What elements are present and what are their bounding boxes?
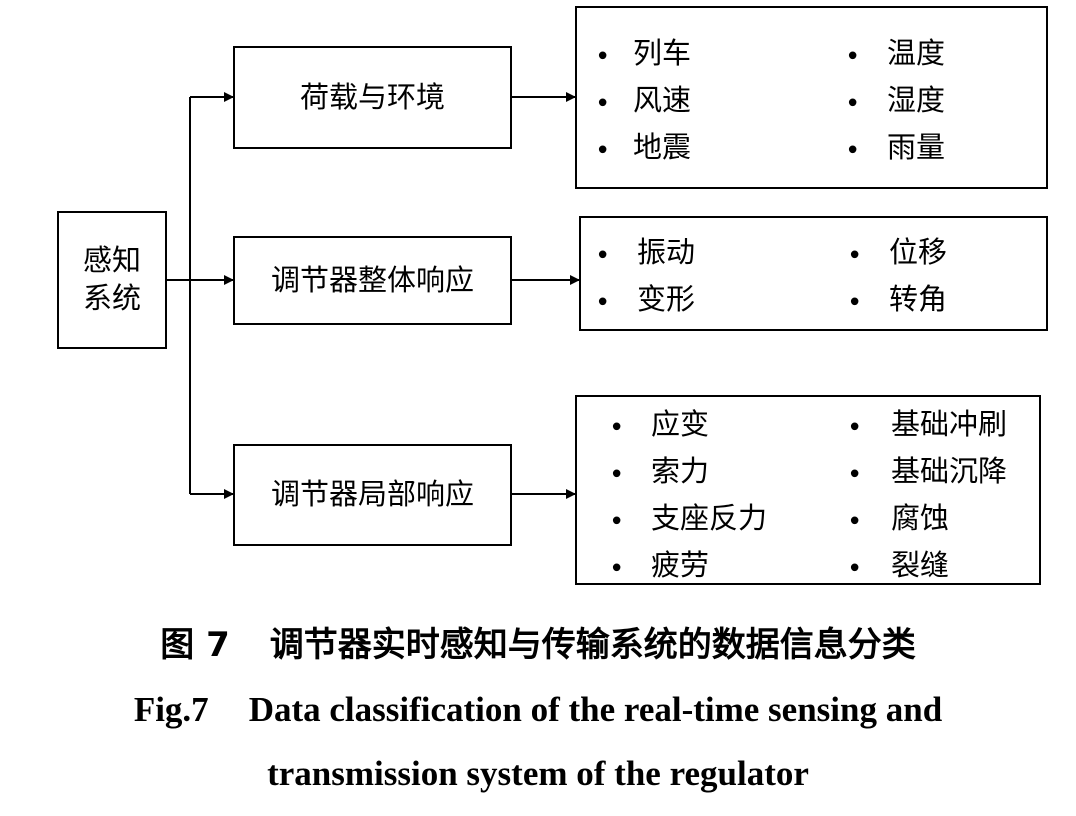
list-item: 变形 (637, 282, 696, 316)
list-item: 转角 (889, 282, 948, 316)
bullet-icon: • (845, 89, 861, 119)
bullet-icon: • (609, 460, 625, 490)
list-item: 索力 (651, 454, 710, 488)
list-item: 支座反力 (651, 501, 768, 535)
bullet-icon: • (845, 42, 861, 72)
bullet-icon: • (847, 460, 863, 490)
list-item: 雨量 (887, 130, 946, 164)
caption-text-en-line2: transmission system of the regulator (267, 754, 809, 793)
root-label-line1: 感知 (82, 243, 141, 278)
category-node-load-environment: 荷载与环境 (233, 46, 512, 149)
bullet-icon: • (847, 241, 863, 271)
category-label: 调节器局部响应 (270, 477, 474, 512)
item-list-load-environment: • 列车 • 风速 • 地震 • 温度 • 湿度 • 雨量 (575, 6, 1048, 189)
category-label: 调节器整体响应 (270, 262, 474, 297)
root-node-sensing-system: 感知 系统 (57, 211, 167, 349)
root-label-line2: 系统 (82, 281, 141, 315)
figure-caption-english-line2: transmission system of the regulator (0, 754, 1076, 794)
category-node-local-response: 调节器局部响应 (233, 444, 512, 546)
caption-text-en-line1: Data classification of the real-time sen… (248, 690, 943, 729)
figure-caption-english-line1: Fig.7 Data classification of the real-tim… (0, 690, 1076, 730)
bullet-icon: • (609, 507, 625, 537)
list-item: 基础冲刷 (891, 407, 1008, 441)
bullet-icon: • (609, 554, 625, 584)
bullet-icon: • (609, 413, 625, 443)
caption-text-cn: 调节器实时感知与传输系统的数据信息分类 (269, 625, 916, 665)
list-item: 湿度 (887, 83, 946, 117)
list-item: 振动 (637, 235, 696, 269)
bullet-icon: • (595, 89, 611, 119)
category-node-global-response: 调节器整体响应 (233, 236, 512, 325)
bullet-icon: • (595, 288, 611, 318)
list-item: 基础沉降 (891, 454, 1008, 488)
list-item: 风速 (633, 83, 692, 117)
bullet-icon: • (847, 288, 863, 318)
item-list-global-response: • 振动 • 变形 • 位移 • 转角 (579, 216, 1048, 331)
list-item: 地震 (633, 130, 692, 164)
bullet-icon: • (847, 507, 863, 537)
list-item: 列车 (633, 36, 692, 70)
bullet-icon: • (595, 42, 611, 72)
bullet-icon: • (845, 136, 861, 166)
caption-figure-number-en: Fig.7 (133, 690, 209, 729)
caption-figure-number-cn: 图 7 (160, 625, 230, 665)
bullet-icon: • (847, 413, 863, 443)
bullet-icon: • (595, 241, 611, 271)
list-item: 位移 (889, 235, 948, 269)
list-item: 疲劳 (651, 548, 710, 582)
category-label: 荷载与环境 (299, 79, 445, 114)
list-item: 应变 (651, 407, 710, 441)
bullet-icon: • (847, 554, 863, 584)
list-item: 裂缝 (891, 548, 950, 582)
bullet-icon: • (595, 136, 611, 166)
list-item: 腐蚀 (891, 501, 950, 535)
item-list-local-response: • 应变 • 索力 • 支座反力 • 疲劳 • 基础冲刷 • 基础沉降 • 腐蚀… (575, 395, 1041, 585)
list-item: 温度 (887, 36, 946, 70)
figure-caption-chinese: 图 7 调节器实时感知与传输系统的数据信息分类 (0, 617, 1076, 666)
